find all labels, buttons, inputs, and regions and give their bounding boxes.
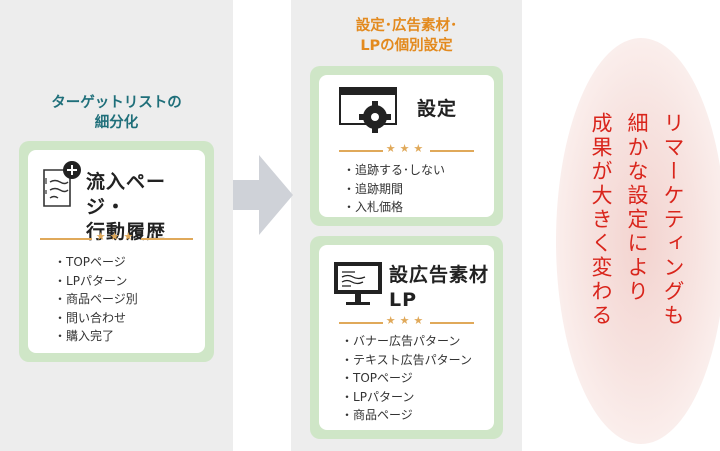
list-item: 追跡期間 (343, 180, 445, 199)
creative-card-inner: 設広告素材 LP ★★★ バナー広告パターン テキスト広告パターン TOPページ… (319, 245, 494, 430)
list-item: LPパターン (54, 272, 138, 291)
left-heading: ターゲットリストの 細分化 (51, 95, 182, 131)
creative-list: バナー広告パターン テキスト広告パターン TOPページ LPパターン 商品ページ (341, 332, 472, 425)
settings-card-inner: 設定 ★★★ 追跡する･しない 追跡期間 入札価格 (319, 75, 494, 217)
list-item: バナー広告パターン (341, 332, 472, 351)
creative-card-title: 設広告素材 LP (389, 264, 490, 311)
settings-card-stars: ★★★ (339, 142, 474, 158)
list-item: TOPページ (341, 369, 472, 388)
list-item: TOPページ (54, 253, 138, 272)
document-add-icon (43, 161, 81, 207)
list-item: 追跡する･しない (343, 161, 445, 180)
behavior-card-stars: ★★★ (40, 230, 193, 246)
settings-card: 設定 ★★★ 追跡する･しない 追跡期間 入札価格 (310, 66, 503, 226)
monitor-icon (334, 262, 382, 305)
list-item: 商品ページ別 (54, 290, 138, 309)
list-item: 入札価格 (343, 198, 445, 217)
behavior-list: TOPページ LPパターン 商品ページ別 問い合わせ 購入完了 (54, 253, 138, 346)
list-item: 購入完了 (54, 327, 138, 346)
creative-card: 設広告素材 LP ★★★ バナー広告パターン テキスト広告パターン TOPページ… (310, 236, 503, 439)
result-text: リマーケティングも 細かな設定により 成果が大きく変わる (589, 112, 685, 328)
arrow-right-icon (233, 155, 293, 235)
list-item: 問い合わせ (54, 309, 138, 328)
settings-card-title: 設定 (417, 98, 458, 120)
result-ellipse (556, 38, 720, 444)
list-item: テキスト広告パターン (341, 351, 472, 370)
list-item: LPパターン (341, 388, 472, 407)
behavior-card-title: 流入ページ・ 行動履歴 (86, 171, 167, 243)
settings-list: 追跡する･しない 追跡期間 入札価格 (343, 161, 445, 217)
list-item: 商品ページ (341, 406, 472, 425)
middle-heading: 設定･広告素材･ LPの個別設定 (355, 18, 458, 54)
browser-gear-icon (339, 87, 397, 133)
creative-card-stars: ★★★ (339, 314, 474, 330)
behavior-card-inner: 流入ページ・ 行動履歴 ★★★ TOPページ LPパターン 商品ページ別 問い合… (28, 150, 205, 353)
behavior-card: 流入ページ・ 行動履歴 ★★★ TOPページ LPパターン 商品ページ別 問い合… (19, 141, 214, 362)
